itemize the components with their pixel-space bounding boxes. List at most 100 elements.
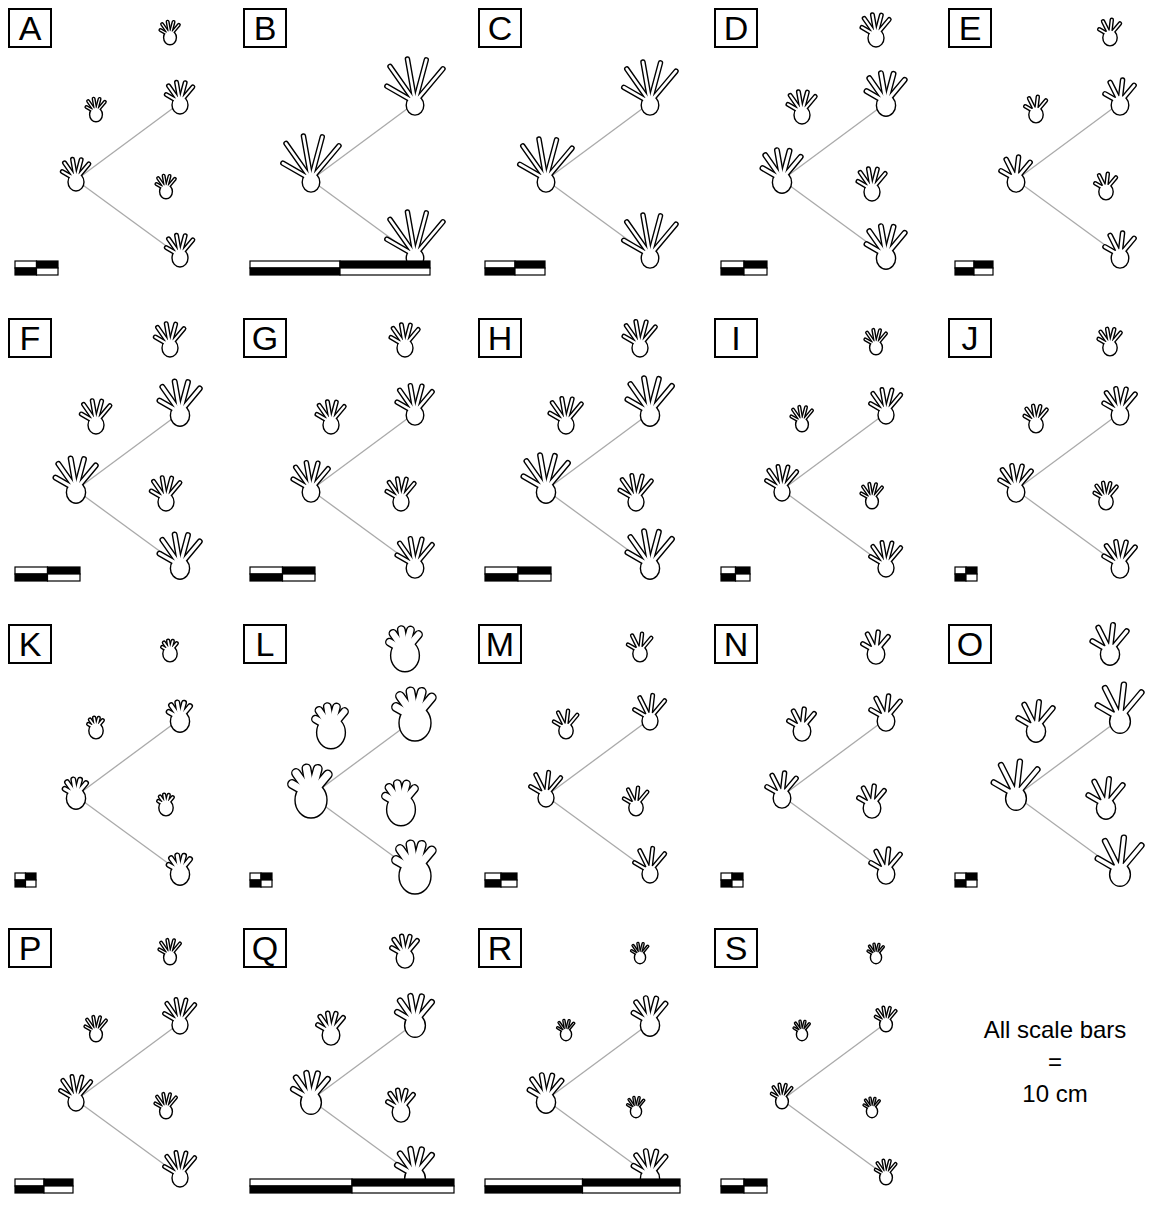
digit-fill bbox=[791, 416, 798, 420]
footprint bbox=[85, 1017, 106, 1042]
digit-outline bbox=[868, 634, 874, 646]
stride-line bbox=[76, 796, 180, 872]
digit-fill bbox=[879, 19, 889, 31]
panel-letter: N bbox=[724, 627, 749, 661]
scale-segment bbox=[955, 880, 966, 887]
digit-fill bbox=[777, 150, 781, 173]
digit-fill bbox=[568, 1023, 573, 1030]
scale-bar bbox=[15, 1179, 73, 1193]
digit-fill bbox=[164, 643, 167, 648]
panel-letter-box: P bbox=[8, 928, 52, 968]
digit-fill bbox=[88, 101, 94, 109]
digit-fill bbox=[869, 231, 882, 250]
footprint bbox=[317, 402, 344, 434]
digit-outline bbox=[639, 792, 647, 802]
digit-fill bbox=[79, 1082, 90, 1096]
digit-fill bbox=[168, 22, 170, 32]
digit-outline bbox=[169, 1097, 176, 1106]
digit-fill bbox=[547, 772, 549, 790]
panel-letter: Q bbox=[252, 931, 278, 965]
footprint bbox=[283, 136, 339, 192]
digit-fill bbox=[635, 863, 646, 869]
digit-fill bbox=[873, 786, 875, 799]
digit-outline bbox=[1040, 708, 1053, 723]
digit-outline bbox=[783, 773, 785, 789]
digit-outline bbox=[644, 378, 649, 406]
panel-letter-box: I bbox=[714, 318, 758, 358]
digit-outline bbox=[1109, 177, 1116, 185]
digit-fill bbox=[558, 1028, 563, 1031]
stride-line bbox=[1016, 103, 1120, 180]
digit-outline bbox=[549, 778, 560, 792]
footprint bbox=[628, 634, 651, 662]
digit-fill bbox=[175, 535, 179, 559]
digit-fill bbox=[419, 545, 433, 561]
stride-line bbox=[76, 103, 180, 180]
digit-fill bbox=[393, 633, 400, 643]
digit-outline bbox=[786, 778, 797, 791]
digit-fill bbox=[171, 858, 177, 866]
footprint bbox=[1092, 625, 1126, 665]
digit-outline bbox=[636, 321, 639, 340]
stride-line bbox=[546, 719, 650, 796]
panel-letter: B bbox=[254, 11, 277, 45]
digit-fill bbox=[1018, 718, 1030, 725]
digit-fill bbox=[654, 1004, 666, 1018]
digit-outline bbox=[876, 791, 885, 801]
digit-fill bbox=[643, 638, 651, 648]
digit-fill bbox=[72, 1077, 75, 1095]
scale-segment bbox=[352, 1186, 454, 1193]
panel-letter: C bbox=[488, 11, 513, 45]
footprint bbox=[159, 940, 180, 965]
digit-fill bbox=[1105, 94, 1115, 100]
digit-fill bbox=[635, 710, 646, 716]
digit-fill bbox=[402, 936, 404, 949]
scale-segment bbox=[15, 880, 26, 887]
digit-fill bbox=[167, 176, 170, 185]
digit-fill bbox=[400, 390, 412, 407]
digit-outline bbox=[881, 226, 885, 249]
stride-line bbox=[311, 490, 415, 566]
digit-outline bbox=[1107, 174, 1108, 185]
digit-fill bbox=[169, 712, 175, 716]
digit-fill bbox=[332, 1014, 335, 1027]
footprint bbox=[158, 795, 173, 816]
footprint bbox=[65, 779, 86, 809]
digit-fill bbox=[183, 87, 193, 98]
digit-fill bbox=[628, 1105, 633, 1108]
digit-fill bbox=[628, 790, 634, 802]
footprint bbox=[876, 1161, 896, 1185]
digit-fill bbox=[798, 92, 801, 107]
digit-fill bbox=[794, 711, 800, 723]
footprint bbox=[88, 718, 103, 739]
digit-fill bbox=[410, 844, 413, 860]
digit-outline bbox=[806, 714, 815, 724]
digit-fill bbox=[1124, 85, 1135, 98]
digit-fill bbox=[651, 695, 653, 713]
footprint bbox=[550, 398, 581, 434]
digit-fill bbox=[182, 856, 184, 865]
digit-fill bbox=[411, 635, 419, 644]
digit-fill bbox=[319, 405, 328, 418]
footprint bbox=[865, 330, 886, 355]
digit-fill bbox=[1020, 162, 1031, 175]
digit-outline bbox=[410, 386, 414, 407]
digit-outline bbox=[333, 707, 336, 718]
digit-fill bbox=[641, 944, 643, 952]
digit-fill bbox=[421, 698, 431, 710]
panel-letter-box: E bbox=[948, 8, 992, 48]
digit-fill bbox=[1002, 470, 1012, 485]
digit-fill bbox=[1098, 628, 1107, 646]
digit-outline bbox=[1113, 333, 1121, 342]
digit-fill bbox=[173, 643, 177, 648]
footprint bbox=[391, 325, 418, 357]
digit-fill bbox=[632, 636, 638, 648]
digit-outline bbox=[869, 484, 871, 495]
stride-line bbox=[76, 1100, 180, 1176]
digit-fill bbox=[1107, 483, 1110, 495]
digit-fill bbox=[1098, 706, 1115, 716]
panel-letter-box: B bbox=[243, 8, 287, 48]
stride-line bbox=[1016, 796, 1120, 872]
footprint bbox=[397, 996, 432, 1037]
digit-fill bbox=[769, 471, 779, 486]
